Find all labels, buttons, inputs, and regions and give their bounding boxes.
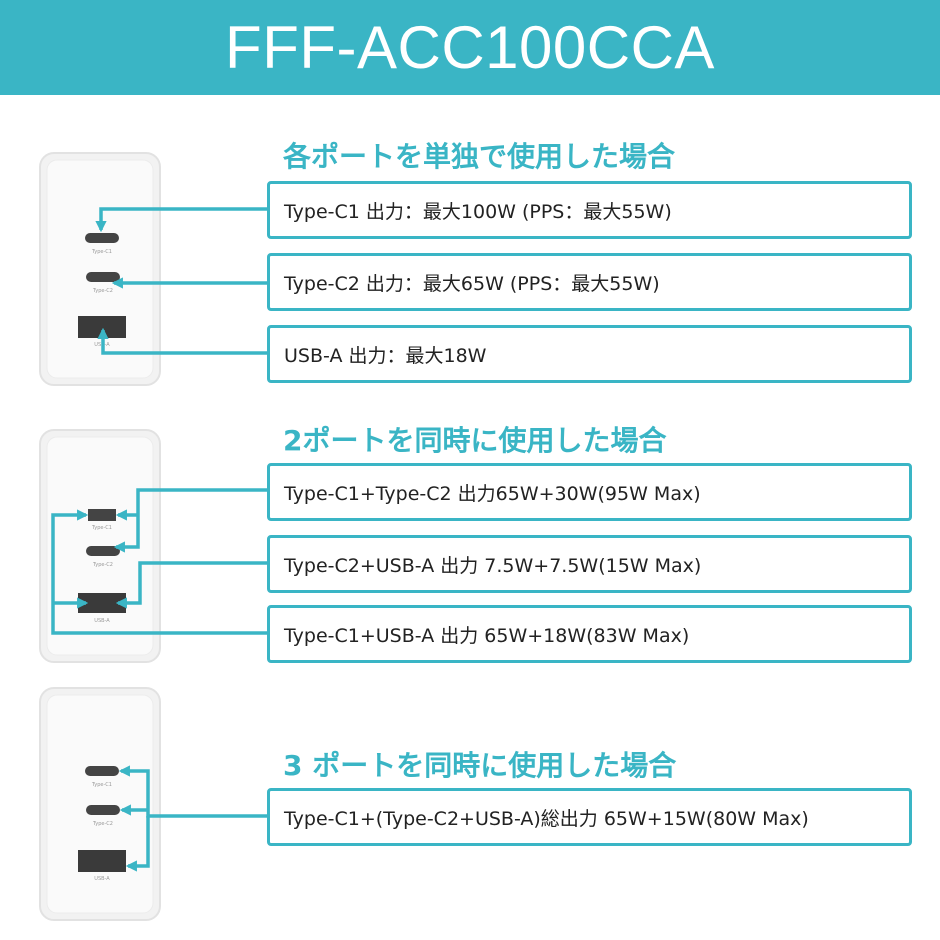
type-c1-port-icon (88, 509, 116, 521)
spec-row-type-c1: Type-C1 出力：最大100W (PPS：最大55W) (267, 181, 912, 239)
spec-text: Type-C1+USB-A 出力 65W+18W(83W Max) (284, 624, 690, 647)
spec-row-three-port: Type-C1+(Type-C2+USB-A)総出力 65W+15W(80W M… (267, 788, 912, 846)
spec-row-c2-usba: Type-C2+USB-A 出力 7.5W+7.5W(15W Max) (267, 535, 912, 593)
section-heading-single-port: 各ポートを単独で使用した場合 (283, 140, 676, 173)
spec-text: Type-C1 出力：最大100W (PPS：最大55W) (284, 200, 672, 223)
spec-text: Type-C2+USB-A 出力 7.5W+7.5W(15W Max) (284, 554, 702, 577)
title-banner: FFF-ACC100CCA (0, 0, 940, 95)
spec-text: Type-C1+Type-C2 出力65W+30W(95W Max) (284, 482, 701, 505)
usb-a-port-icon (78, 850, 126, 872)
svg-text:Type-C2: Type-C2 (92, 821, 113, 827)
spec-row-c1-usba: Type-C1+USB-A 出力 65W+18W(83W Max) (267, 605, 912, 663)
type-c2-port-icon (86, 805, 120, 815)
charger-image-single: Type-C1 Type-C2 USB-A (39, 152, 161, 386)
svg-text:Type-C2: Type-C2 (92, 288, 113, 294)
spec-row-usb-a: USB-A 出力：最大18W (267, 325, 912, 383)
svg-text:Type-C1: Type-C1 (91, 782, 112, 788)
svg-text:Type-C1: Type-C1 (91, 249, 112, 255)
connector-lines (51, 207, 267, 872)
charger-image-two-port: Type-C1 Type-C2 USB-A (39, 429, 161, 663)
spec-text: USB-A 出力：最大18W (284, 344, 487, 367)
type-c2-port-icon (86, 546, 120, 556)
svg-text:Type-C2: Type-C2 (92, 562, 113, 568)
type-c2-port-icon (86, 272, 120, 282)
spec-row-c1-c2: Type-C1+Type-C2 出力65W+30W(95W Max) (267, 463, 912, 521)
spec-text: Type-C1+(Type-C2+USB-A)総出力 65W+15W(80W M… (284, 807, 809, 830)
type-c1-port-icon (85, 233, 119, 243)
svg-text:USB-A: USB-A (94, 876, 110, 882)
section-heading-two-port: 2ポートを同時に使用した場合 (283, 424, 667, 457)
product-model-title: FFF-ACC100CCA (225, 14, 715, 81)
svg-text:USB-A: USB-A (94, 618, 110, 624)
usb-a-port-icon (78, 593, 126, 613)
usb-a-port-icon (78, 316, 126, 338)
spec-text: Type-C2 出力：最大65W (PPS：最大55W) (284, 272, 660, 295)
spec-row-type-c2: Type-C2 出力：最大65W (PPS：最大55W) (267, 253, 912, 311)
section-heading-three-port: 3 ポートを同時に使用した場合 (283, 749, 677, 782)
svg-text:Type-C1: Type-C1 (91, 525, 112, 531)
type-c1-port-icon (85, 766, 119, 776)
charger-image-three-port: Type-C1 Type-C2 USB-A (39, 687, 161, 921)
